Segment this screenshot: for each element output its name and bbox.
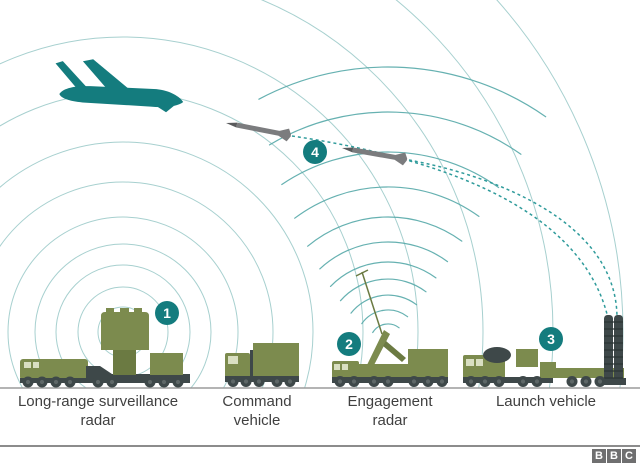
wheel-hub [569, 379, 575, 384]
wheel-hub [482, 379, 488, 384]
label-line: Engagement [347, 393, 433, 410]
missile-icon [342, 147, 408, 166]
vehicle-wheels [22, 376, 606, 388]
bbc-logo-letter: B [592, 449, 606, 463]
radar-wave-ring [0, 36, 419, 388]
label-line: Long-range surveillance [17, 393, 179, 410]
wheel-hub [53, 379, 59, 385]
step-number: 4 [311, 144, 319, 160]
wheel-hub [109, 379, 115, 385]
label-line: Command [222, 393, 292, 410]
wheel-hub [161, 379, 167, 385]
wheel-hub [256, 379, 262, 384]
wheel-hub [439, 379, 445, 384]
wheel-hub [371, 379, 377, 384]
label-line: radar [80, 412, 116, 429]
wheel-hub [385, 379, 391, 384]
wheel-hub [468, 379, 474, 384]
radar-wave-arc [361, 309, 409, 325]
step-number: 2 [345, 336, 353, 352]
bbc-logo-letter: C [622, 449, 636, 463]
step-badge-3: 3 [539, 327, 563, 351]
trajectory-dashed-line [408, 159, 618, 319]
label-line: radar [372, 412, 408, 429]
wheel-hub [230, 379, 236, 384]
radar-wave-arc [268, 111, 522, 155]
label-line: vehicle [233, 412, 281, 429]
radar-wave-arc [319, 241, 449, 270]
radar-wave-arc [339, 278, 427, 302]
wheel-hub [496, 379, 502, 384]
missile-trajectories [291, 135, 618, 319]
wheel-hub [287, 379, 293, 384]
step-number: 3 [547, 331, 555, 347]
step-badge-2: 2 [337, 332, 361, 356]
radar-wave-arc [307, 216, 463, 247]
bbc-logo: B B C [592, 449, 636, 463]
radar-wave-arc [258, 66, 547, 118]
label-command-vehicle: Command vehicle [205, 392, 309, 430]
bbc-logo-letter: B [607, 449, 621, 463]
radar-wave-arc [372, 323, 400, 334]
wheel-hub [147, 379, 153, 385]
label-surveillance-radar: Long-range surveillance radar [0, 392, 196, 430]
radar-wave-ring [0, 141, 314, 388]
wheel-hub [95, 379, 101, 385]
wheel-hub [411, 379, 417, 384]
radar-wave-arc [281, 151, 500, 189]
engagement-radar-waves-icon [258, 66, 547, 334]
wheel-hub [351, 379, 357, 384]
radar-wave-ring [55, 264, 191, 388]
footer-divider [0, 445, 640, 447]
step-badge-4: 4 [303, 140, 327, 164]
radar-wave-ring [7, 216, 239, 388]
missile-icon [226, 122, 291, 142]
radar-wave-ring [260, 0, 484, 388]
trajectory-dashed-line [291, 135, 609, 319]
radar-wave-arc [294, 186, 480, 219]
wheel-hub [39, 379, 45, 385]
wheel-hub [25, 379, 31, 385]
wheel-hub [520, 379, 526, 384]
step-badge-1: 1 [155, 301, 179, 325]
wheel-hub [337, 379, 343, 384]
label-launch-vehicle: Launch vehicle [468, 392, 624, 411]
radar-wave-ring [0, 181, 274, 388]
engagement-radar-vehicle [332, 269, 448, 383]
wheel-hub [243, 379, 249, 384]
wheel-hub [67, 379, 73, 385]
launch-tubes-icon [602, 315, 626, 385]
wheel-hub [425, 379, 431, 384]
command-vehicle [225, 343, 299, 382]
wheel-hub [175, 379, 181, 385]
label-engagement-radar: Engagement radar [338, 392, 442, 430]
aircraft-icon [55, 59, 184, 113]
launch-vehicle [463, 315, 626, 385]
label-line: Launch vehicle [495, 393, 597, 410]
step-number: 1 [163, 305, 171, 321]
wheel-hub [597, 379, 603, 384]
wheel-hub [583, 379, 589, 384]
radar-wave-arc [350, 294, 418, 314]
wheel-hub [274, 379, 280, 384]
radar-wave-arc [329, 261, 437, 287]
radar-wave-ring [34, 243, 212, 388]
wheel-hub [534, 379, 540, 384]
